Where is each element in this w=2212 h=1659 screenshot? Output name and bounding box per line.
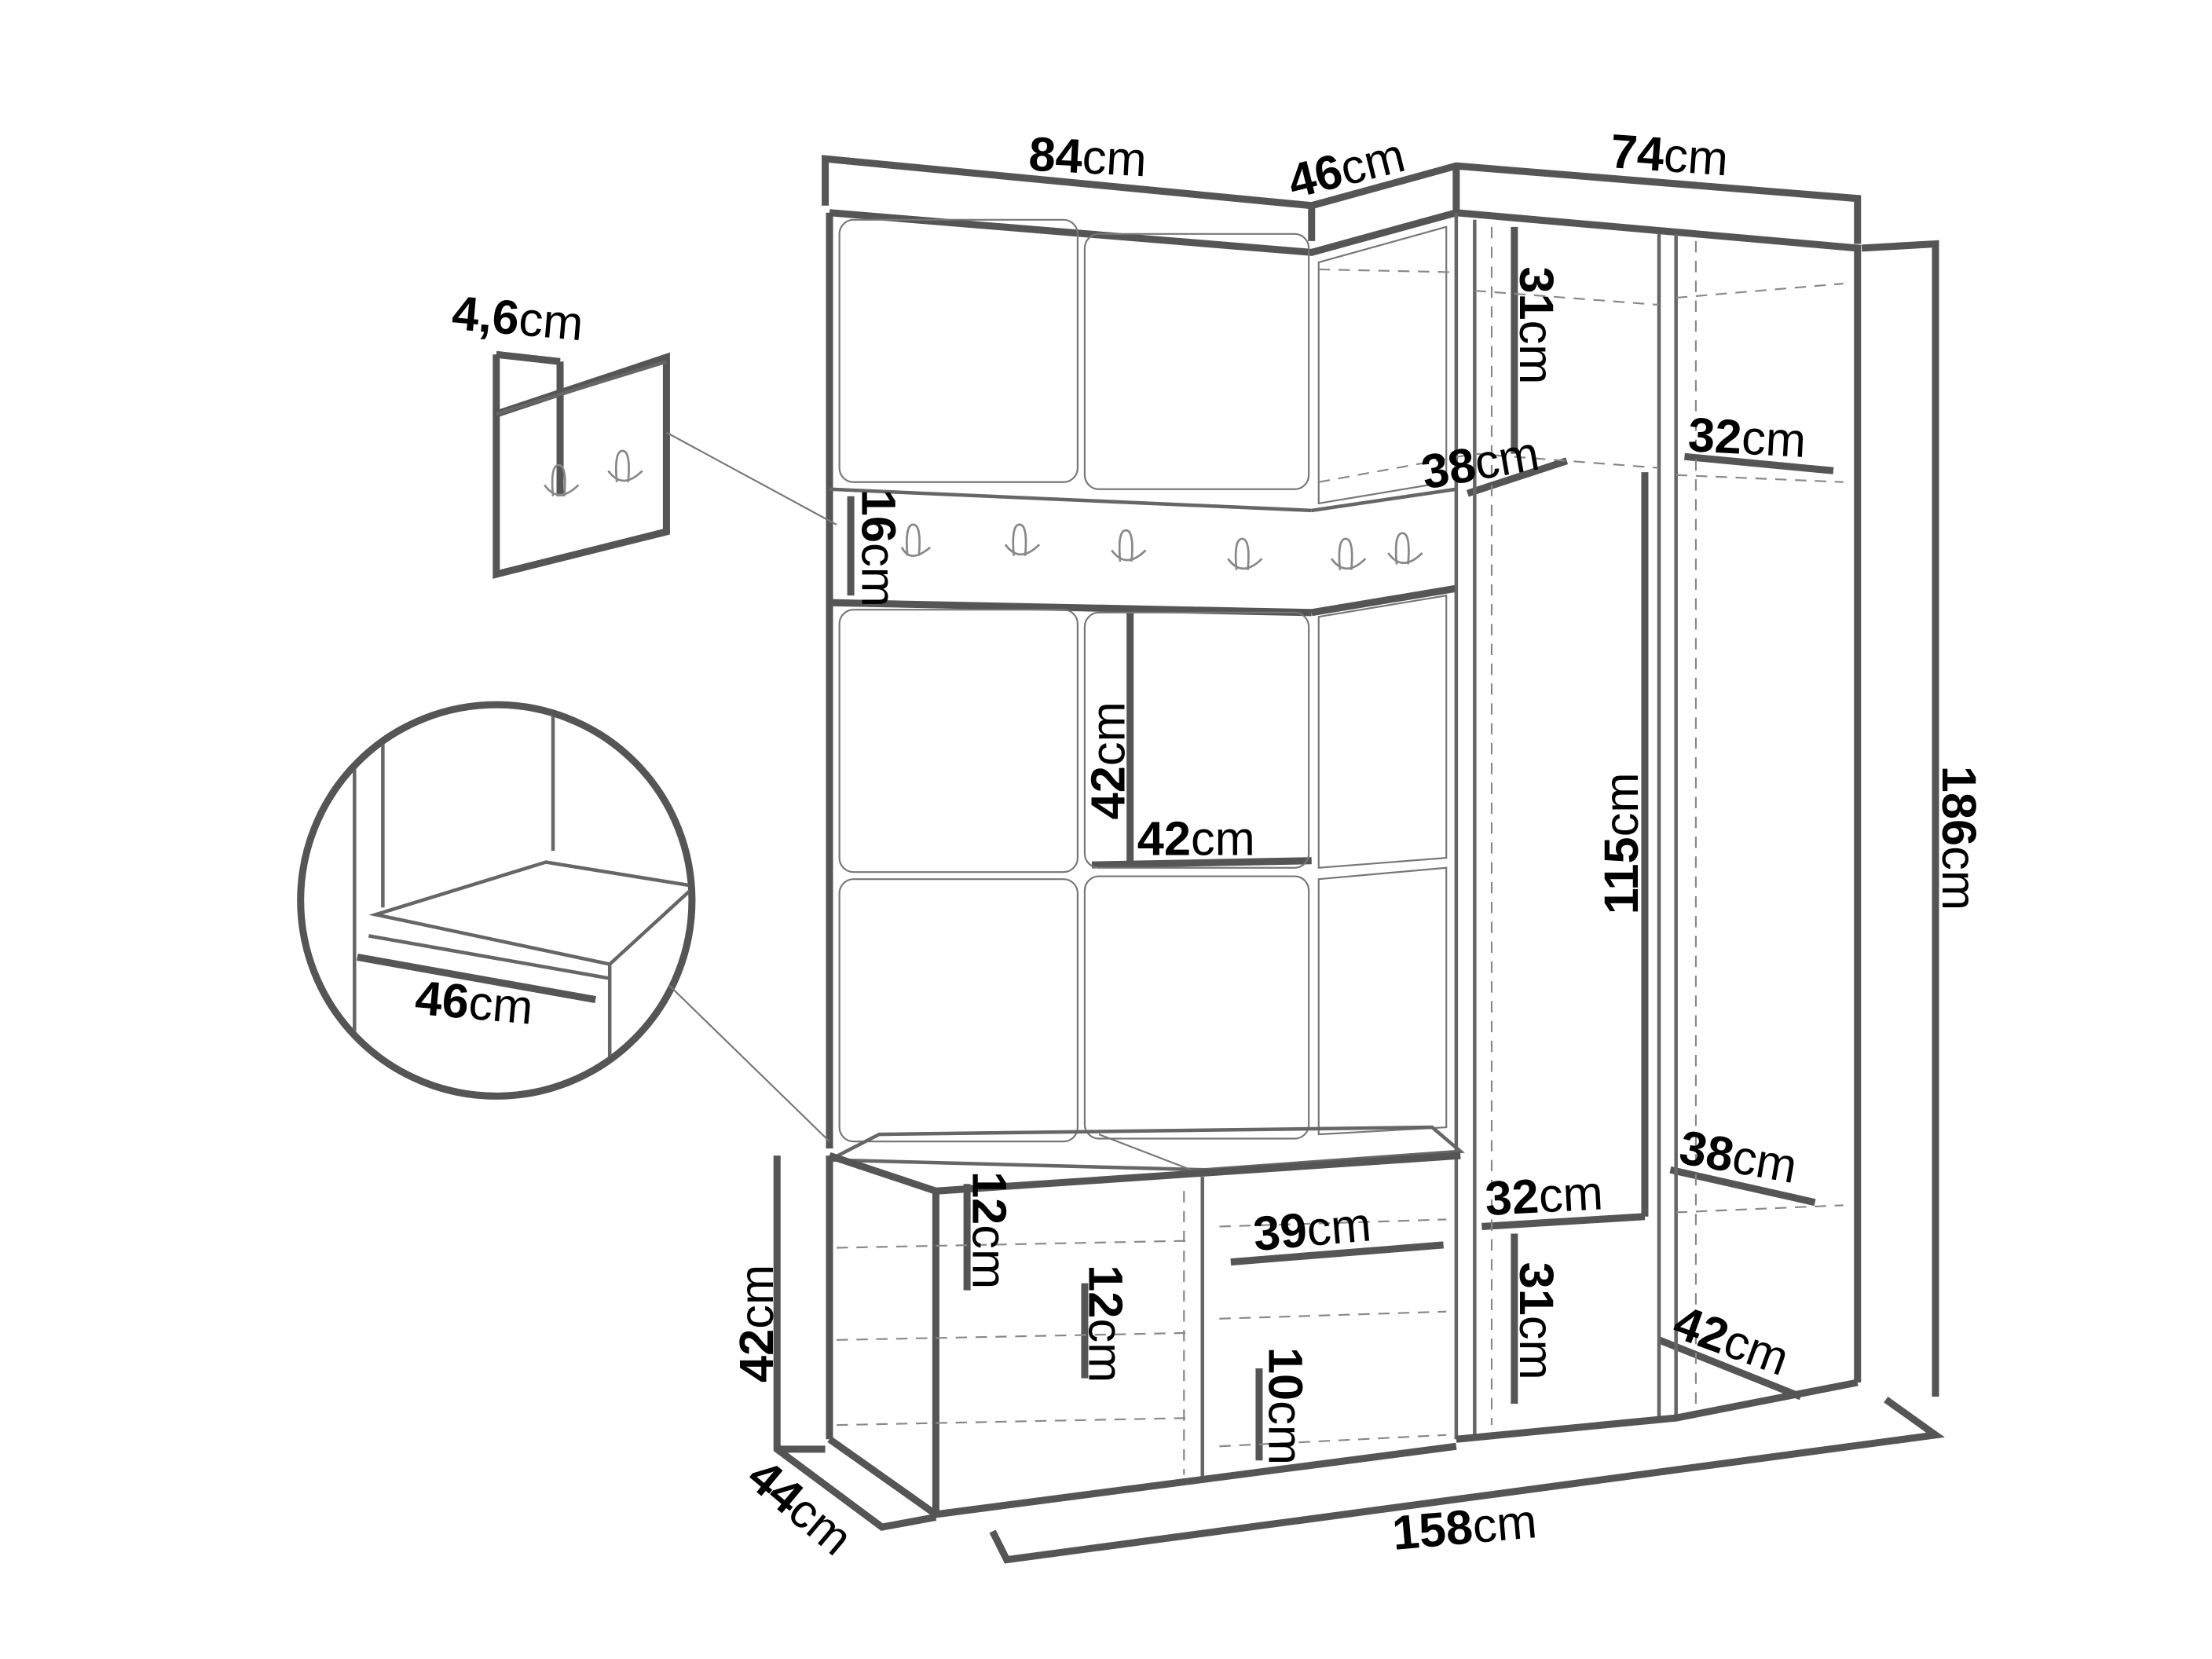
label-wardrobe-bottom-width: 32cm	[1484, 1166, 1604, 1226]
coat-hooks	[900, 523, 1423, 570]
label-bench-top-compartment: 12cm	[961, 1171, 1016, 1289]
label-hook-rail-height: 16cm	[851, 489, 906, 607]
seat-detail-circle	[297, 701, 830, 1142]
label-total-width: 158cm	[1390, 1494, 1540, 1561]
label-bench-bottom-compartment: 10cm	[1258, 1347, 1313, 1465]
dimension-lines	[357, 155, 1945, 1564]
label-right-shelf-width: 32cm	[1686, 408, 1807, 468]
label-bench-compartment-width: 39cm	[1251, 1197, 1374, 1262]
label-panel-height: 42cm	[1081, 701, 1135, 819]
label-wardrobe-bottom-shelf-height: 31cm	[1509, 1262, 1563, 1380]
label-seat-depth: 46cm	[413, 971, 536, 1035]
label-bench-height: 42cm	[730, 1265, 784, 1382]
label-top-width-left: 84cm	[1027, 127, 1148, 188]
label-right-lower-shelf-depth: 38cm	[1675, 1120, 1801, 1194]
hook-panel-detail	[493, 352, 837, 579]
label-hook-panel-depth: 4,6cm	[450, 286, 585, 351]
label-top-width-right: 74cm	[1609, 124, 1730, 186]
dimension-labels: 84cm 46cm 74cm 4,6cm 16cm 31cm 38cm 32cm…	[413, 124, 1986, 1566]
label-bench-middle-compartment: 12cm	[1078, 1265, 1132, 1382]
label-total-height: 186cm	[1932, 766, 1986, 910]
label-hanging-height: 115cm	[1595, 773, 1649, 915]
label-wardrobe-rail-depth: 38cm	[1418, 427, 1544, 500]
label-wardrobe-top-shelf-height: 31cm	[1509, 266, 1563, 384]
label-panel-width: 42cm	[1137, 811, 1255, 866]
furniture-outline	[826, 209, 1862, 1518]
